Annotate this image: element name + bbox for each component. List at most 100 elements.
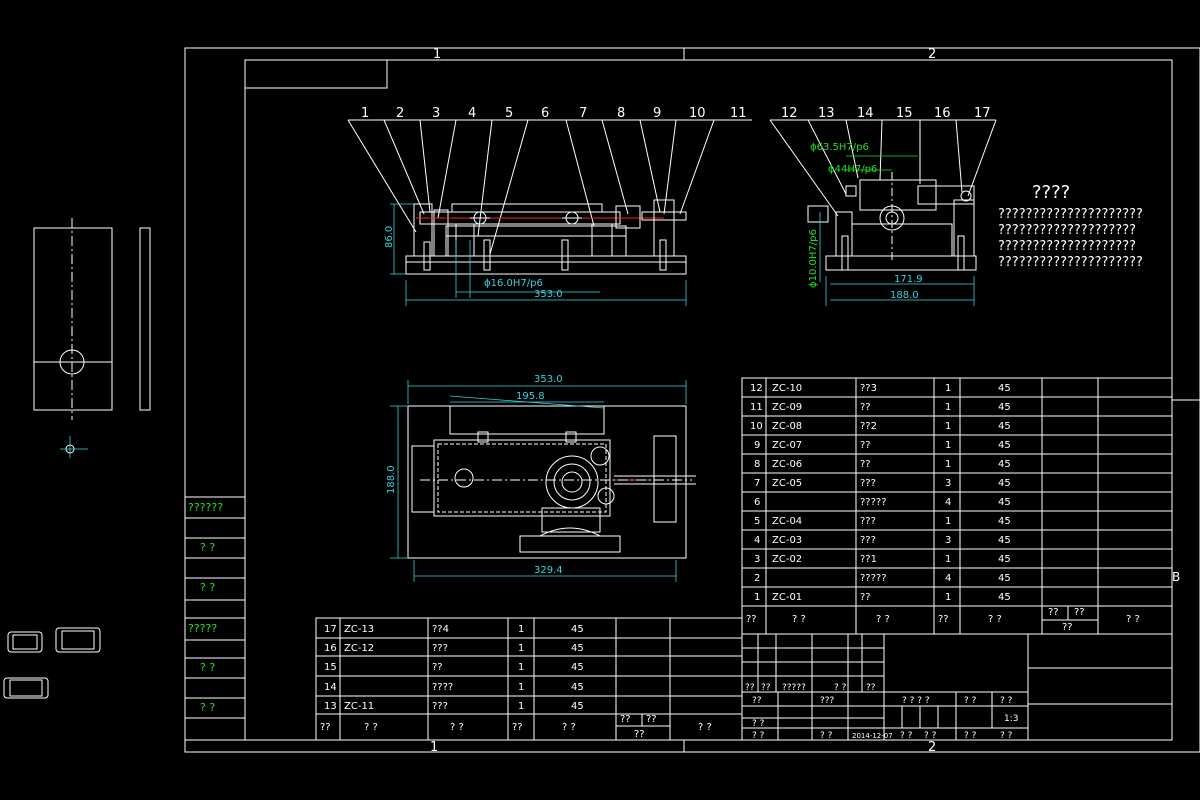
bom-right-mat: 45 <box>998 440 1011 451</box>
dim-front-fit: ϕ16.0H7/p6 <box>484 278 543 289</box>
balloon-3: 3 <box>432 106 440 121</box>
balloon-14: 14 <box>857 106 874 121</box>
bom-right-code: ZC-07 <box>772 440 802 451</box>
bom-right-qty: 3 <box>945 478 951 489</box>
balloon-1: 1 <box>361 106 369 121</box>
bom-left-mat: 45 <box>571 643 584 654</box>
bom-right-no: 1 <box>754 592 760 603</box>
balloon-13: 13 <box>818 106 835 121</box>
drawing-frame <box>184 47 1200 753</box>
tech-notes-line-1: ???????????????????? <box>998 223 1136 238</box>
left-panel-text-0: ?????? <box>188 501 223 514</box>
bom-right-no: 2 <box>754 573 760 584</box>
bom-left-header-mat: ? ? <box>562 722 576 733</box>
zone-label-bottom-1: 1 <box>430 740 438 755</box>
bom-right-mat: 45 <box>998 497 1011 508</box>
bom-right-no: 12 <box>750 383 763 394</box>
bom-right-mat: 45 <box>998 421 1011 432</box>
bom-right-qty: 1 <box>945 383 951 394</box>
bom-right-no: 11 <box>750 402 763 413</box>
dim-top-length: 353.0 <box>534 374 563 385</box>
bom-right-mat: 45 <box>998 554 1011 565</box>
bom-right-no: 9 <box>754 440 760 451</box>
balloon-6: 6 <box>541 106 549 121</box>
bom-right-code: ZC-09 <box>772 402 802 413</box>
bom-right-header-b: ?? <box>1074 607 1085 618</box>
stray-block-icons <box>3 627 101 699</box>
bom-right-header-note: ? ? <box>1126 614 1140 625</box>
left-panel-text-4: ? ? <box>200 661 215 674</box>
zone-label-right-b: B <box>1172 570 1180 584</box>
dim-front-height: 86.0 <box>384 226 395 248</box>
title-block-row-a-1: ?? <box>761 683 771 693</box>
bom-right-name: ??2 <box>860 421 877 432</box>
balloon-15: 15 <box>896 106 913 121</box>
title-block-row-a-3: ? ? <box>834 683 847 693</box>
bom-right-no: 10 <box>750 421 763 432</box>
balloon-7: 7 <box>579 106 587 121</box>
bom-right-qty: 4 <box>945 573 951 584</box>
bom-left-mat: 45 <box>571 682 584 693</box>
bom-right-qty: 1 <box>945 592 951 603</box>
bom-right-code: ZC-05 <box>772 478 802 489</box>
front-view <box>390 199 687 306</box>
bom-left-header-code: ? ? <box>364 722 378 733</box>
bom-left-header-name: ? ? <box>450 722 464 733</box>
bom-left-grid <box>315 617 743 741</box>
title-block-row-a-2: ????? <box>782 683 806 693</box>
bom-right-header-name: ? ? <box>876 614 890 625</box>
title-block-sheet-2: ? ? <box>924 731 937 741</box>
title-block-text: ?? ?? ????? ? ? ?? ??? ?? ? ? ? ? ? ? 20… <box>745 683 1018 741</box>
bom-right-code: ZC-08 <box>772 421 802 432</box>
dim-side-width-1: 171.9 <box>894 274 923 285</box>
bom-left-code: ZC-13 <box>344 624 374 635</box>
zone-label-top-2: 2 <box>928 47 936 62</box>
tech-notes-title: ???? <box>1032 182 1070 203</box>
bom-right-qty: 4 <box>945 497 951 508</box>
dim-top-bottom: 329.4 <box>534 565 563 576</box>
left-panel-text-1: ? ? <box>200 541 215 554</box>
title-block-date: 2014-12-07 <box>852 732 893 740</box>
title-block-r1: ?? <box>752 696 762 706</box>
bom-left-name: ??4 <box>432 624 449 635</box>
bom-left-header-b: ?? <box>646 714 657 725</box>
title-block-sheet-1: ? ? <box>1000 696 1013 706</box>
title-block-sheet-3: ? ? <box>964 731 977 741</box>
bom-left-name: ?? <box>432 662 443 673</box>
bom-right-code: ZC-04 <box>772 516 802 527</box>
bom-right-code: ZC-02 <box>772 554 802 565</box>
bom-right-code: ZC-03 <box>772 535 802 546</box>
bom-right-code: ZC-01 <box>772 592 802 603</box>
bom-left-qty: 1 <box>518 624 524 635</box>
bom-right-mat: 45 <box>998 383 1011 394</box>
bom-right-name: ?? <box>860 402 871 413</box>
title-block-row-a-4: ?? <box>866 683 876 693</box>
bom-left-qty: 1 <box>518 643 524 654</box>
bom-right-header-mat: ? ? <box>988 614 1002 625</box>
bom-right-name: ??? <box>860 478 876 489</box>
bom-left-no: 17 <box>324 624 337 635</box>
bom-right-no: 7 <box>754 478 760 489</box>
balloon-leaders <box>347 119 997 255</box>
tech-notes-line-0: ????????????????????? <box>998 207 1143 222</box>
bom-right-qty: 1 <box>945 459 951 470</box>
balloon-8: 8 <box>617 106 625 121</box>
balloon-12: 12 <box>781 106 798 121</box>
top-view <box>390 380 696 582</box>
dim-side-fit-2: ϕ44H7/p6 <box>828 164 877 175</box>
left-panel-text-3: ????? <box>188 622 217 635</box>
bom-right-name: ??? <box>860 535 876 546</box>
balloon-10: 10 <box>689 106 706 121</box>
title-block-weight-label: ? ? ? ? <box>902 696 930 706</box>
bom-right-rows: 12 ZC-10 ??3 1 45 11 ZC-09 ?? 1 45 10 ZC… <box>746 383 1140 633</box>
title-block-r4: ? ? <box>820 731 833 741</box>
bom-left-code: ZC-12 <box>344 643 374 654</box>
bom-right-code: ZC-10 <box>772 383 802 394</box>
balloon-16: 16 <box>934 106 951 121</box>
balloon-5: 5 <box>505 106 513 121</box>
tech-notes-line-3: ????????????????????? <box>998 255 1143 270</box>
bom-right-header-qty: ?? <box>938 614 949 625</box>
title-block-grid <box>741 633 1173 741</box>
bom-right-name: ?? <box>860 440 871 451</box>
